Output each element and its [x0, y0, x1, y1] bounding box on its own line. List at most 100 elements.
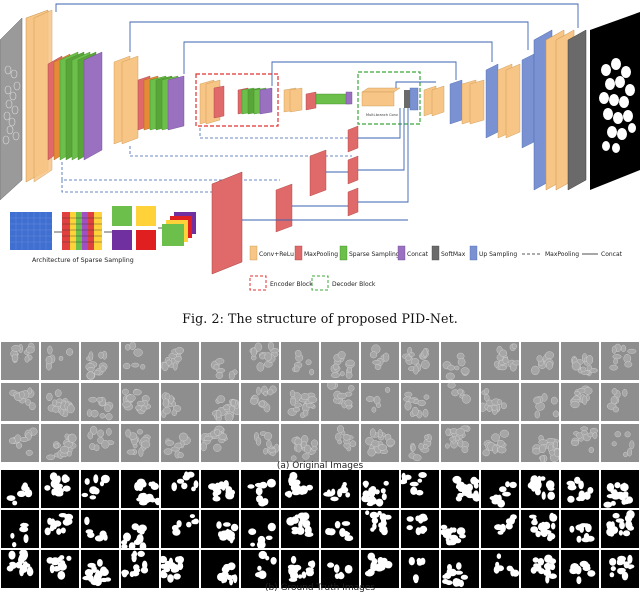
- ground-truth-tile: [481, 470, 519, 508]
- original-row-3: [0, 424, 640, 464]
- subcaption-original: (a) Original Images: [276, 461, 364, 471]
- ground-truth-tile: [321, 550, 359, 588]
- original-image-tile: [481, 424, 519, 462]
- original-image-tile: [41, 342, 79, 380]
- output-mask: [590, 12, 640, 190]
- original-image-tile: [561, 383, 599, 421]
- ground-truth-tile: [161, 470, 199, 508]
- ground-truth-tile: [561, 470, 599, 508]
- original-row-1: [0, 342, 640, 382]
- original-image-tile: [481, 342, 519, 380]
- legend-label-maxpool: MaxPooling: [304, 251, 338, 258]
- bottleneck-label: Multi-branch Conv: [366, 113, 398, 117]
- original-image-tile: [41, 383, 79, 421]
- original-image-tile: [1, 424, 39, 462]
- original-image-tile: [441, 342, 479, 380]
- ground-truth-tile: [81, 470, 119, 508]
- ground-truth-tile: [241, 510, 279, 548]
- original-image-tile: [201, 383, 239, 421]
- encoder-level-2: [113, 55, 185, 145]
- ground-truth-tile: [81, 510, 119, 548]
- ground-truth-tile: [441, 550, 479, 588]
- original-image-tile: [601, 342, 639, 380]
- legend-label-concat-line: Concat: [601, 251, 623, 258]
- gt-row-2: [0, 510, 640, 550]
- ground-truth-tile: [321, 510, 359, 548]
- original-image-tile: [241, 424, 279, 462]
- ground-truth-tile: [201, 550, 239, 588]
- original-image-tile: [121, 342, 159, 380]
- ground-truth-tile: [281, 470, 319, 508]
- ground-truth-tile: [41, 550, 79, 588]
- original-image-tile: [601, 424, 639, 462]
- legend-swatch-upsample: [469, 245, 478, 261]
- ground-truth-tile: [441, 470, 479, 508]
- original-image-tile: [121, 383, 159, 421]
- ground-truth-tile: [241, 470, 279, 508]
- legend-label-upsample: Up Sampling: [479, 251, 517, 258]
- ground-truth-tile: [201, 510, 239, 548]
- ground-truth-tile: [1, 510, 39, 548]
- gt-row-1: [0, 470, 640, 510]
- ground-truth-tile: [41, 470, 79, 508]
- pid-net-diagram: Multi-branch Conv: [0, 3, 640, 291]
- ground-truth-tile: [561, 510, 599, 548]
- original-image-tile: [241, 342, 279, 380]
- ground-truth-tile: [481, 550, 519, 588]
- ground-truth-tile: [1, 550, 39, 588]
- original-image-tile: [1, 342, 39, 380]
- ground-truth-tile: [401, 550, 439, 588]
- legend-label-softmax: SoftMax: [441, 251, 466, 258]
- ground-truth-tile: [401, 470, 439, 508]
- original-image-tile: [521, 383, 559, 421]
- ground-truth-tile: [521, 550, 559, 588]
- original-image-tile: [561, 424, 599, 462]
- original-image-tile: [601, 383, 639, 421]
- ground-truth-tile: [481, 510, 519, 548]
- original-row-2: [0, 383, 640, 423]
- original-image-tile: [81, 383, 119, 421]
- subcaption-ground-truth: (b) Ground Truth Images: [264, 583, 376, 593]
- original-image-tile: [401, 424, 439, 462]
- original-image-tile: [361, 383, 399, 421]
- original-image-tile: [241, 383, 279, 421]
- ground-truth-tile: [161, 550, 199, 588]
- legend-swatch-concat: [397, 245, 406, 261]
- original-image-tile: [281, 383, 319, 421]
- original-image-tile: [161, 424, 199, 462]
- ground-truth-tile: [601, 470, 639, 508]
- gt-row-3: [0, 550, 640, 590]
- ground-truth-tile: [161, 510, 199, 548]
- legend-label-conv: Conv+ReLu: [259, 251, 294, 258]
- legend-decoder-box: [311, 275, 329, 291]
- ground-truth-tile: [1, 470, 39, 508]
- legend-encoder-box: [249, 275, 267, 291]
- original-image-tile: [161, 383, 199, 421]
- figure-caption: Fig. 2: The structure of proposed PID-Ne…: [182, 311, 458, 326]
- legend-swatch-softmax: [431, 245, 440, 261]
- original-image-tile: [201, 342, 239, 380]
- original-image-tile: [321, 383, 359, 421]
- original-image-tile: [361, 424, 399, 462]
- original-image-tile: [201, 424, 239, 462]
- original-image-tile: [1, 383, 39, 421]
- ground-truth-tile: [121, 510, 159, 548]
- ground-truth-tile: [361, 470, 399, 508]
- ground-truth-tile: [201, 470, 239, 508]
- ground-truth-tile: [401, 510, 439, 548]
- legend-label-sparse: Sparse Sampling: [349, 251, 400, 258]
- input-image: [0, 17, 23, 201]
- legend-label-encoder: Encoder Block: [270, 281, 313, 288]
- original-image-tile: [561, 342, 599, 380]
- decoder-levels: [423, 29, 587, 191]
- original-image-tile: [161, 342, 199, 380]
- original-image-tile: [41, 424, 79, 462]
- legend-swatch-conv: [249, 245, 258, 261]
- sparse-sampling-inset: Architecture of Sparse Sampling: [10, 206, 196, 264]
- legend-label-maxpool-line: MaxPooling: [545, 251, 579, 258]
- encoder-level-3: [195, 73, 279, 127]
- ground-truth-tile: [521, 470, 559, 508]
- legend-label-decoder: Decoder Block: [332, 281, 376, 288]
- ground-truth-tile: [281, 550, 319, 588]
